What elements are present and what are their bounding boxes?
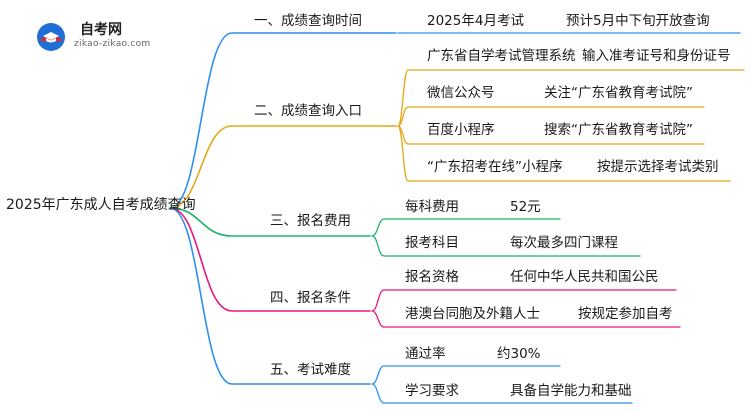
item-value: 具备自学能力和基础 bbox=[510, 383, 632, 399]
branch-label: 二、成绩查询入口 bbox=[254, 103, 362, 119]
branch-connector bbox=[169, 32, 397, 209]
item-connector bbox=[397, 69, 745, 127]
logo-url: zikao-zikao.com bbox=[74, 39, 151, 49]
item-key: 每科费用 bbox=[405, 199, 459, 215]
item-value: 52元 bbox=[510, 199, 541, 215]
item-value: 搜索“广东省教育考试院” bbox=[544, 122, 693, 138]
item-connector bbox=[397, 106, 705, 127]
item-value: 输入准考证号和身份证号 bbox=[582, 48, 731, 64]
branch-label: 一、成绩查询时间 bbox=[254, 13, 362, 29]
item-connector bbox=[371, 383, 633, 404]
item-key: 港澳台同胞及外籍人士 bbox=[405, 306, 540, 322]
item-value: 按提示选择考试类别 bbox=[597, 159, 719, 175]
branch-label: 四、报名条件 bbox=[270, 290, 351, 306]
branch-label: 五、考试难度 bbox=[270, 362, 351, 378]
item-connector bbox=[371, 365, 561, 385]
item-connector bbox=[371, 289, 677, 312]
branch-connector bbox=[169, 207, 371, 312]
item-value: 关注“广东省教育考试院” bbox=[544, 85, 693, 101]
graduation-cap-icon bbox=[37, 23, 65, 51]
item-key: 百度小程序 bbox=[427, 122, 495, 138]
branch-connector bbox=[169, 207, 371, 237]
site-logo: 自考网 zikao-zikao.com bbox=[36, 18, 166, 58]
item-key: “广东招考在线”小程序 bbox=[427, 159, 563, 175]
branch-connector bbox=[169, 125, 397, 209]
item-key: 通过率 bbox=[405, 346, 446, 362]
logo-title: 自考网 bbox=[80, 22, 122, 38]
item-key: 报名资格 bbox=[405, 269, 459, 285]
item-value: 任何中华人民共和国公民 bbox=[510, 269, 659, 285]
item-value: 每次最多四门课程 bbox=[510, 235, 618, 251]
item-connector bbox=[371, 310, 681, 328]
item-key: 广东省自学考试管理系统 bbox=[427, 48, 576, 64]
item-key: 报考科目 bbox=[405, 235, 459, 251]
item-value: 按规定参加自考 bbox=[578, 306, 673, 322]
item-key: 学习要求 bbox=[405, 383, 459, 399]
item-connector bbox=[397, 125, 731, 182]
item-connector bbox=[371, 235, 641, 257]
item-key: 2025年4月考试 bbox=[427, 13, 524, 29]
branch-connector bbox=[169, 207, 371, 385]
root-topic: 2025年广东成人自考成绩查询 bbox=[6, 197, 196, 213]
item-key: 微信公众号 bbox=[427, 85, 495, 101]
item-connector bbox=[371, 218, 561, 237]
branch-label: 三、报名费用 bbox=[270, 213, 351, 229]
item-value: 预计5月中下旬开放查询 bbox=[566, 13, 710, 29]
item-value: 约30% bbox=[497, 346, 541, 362]
